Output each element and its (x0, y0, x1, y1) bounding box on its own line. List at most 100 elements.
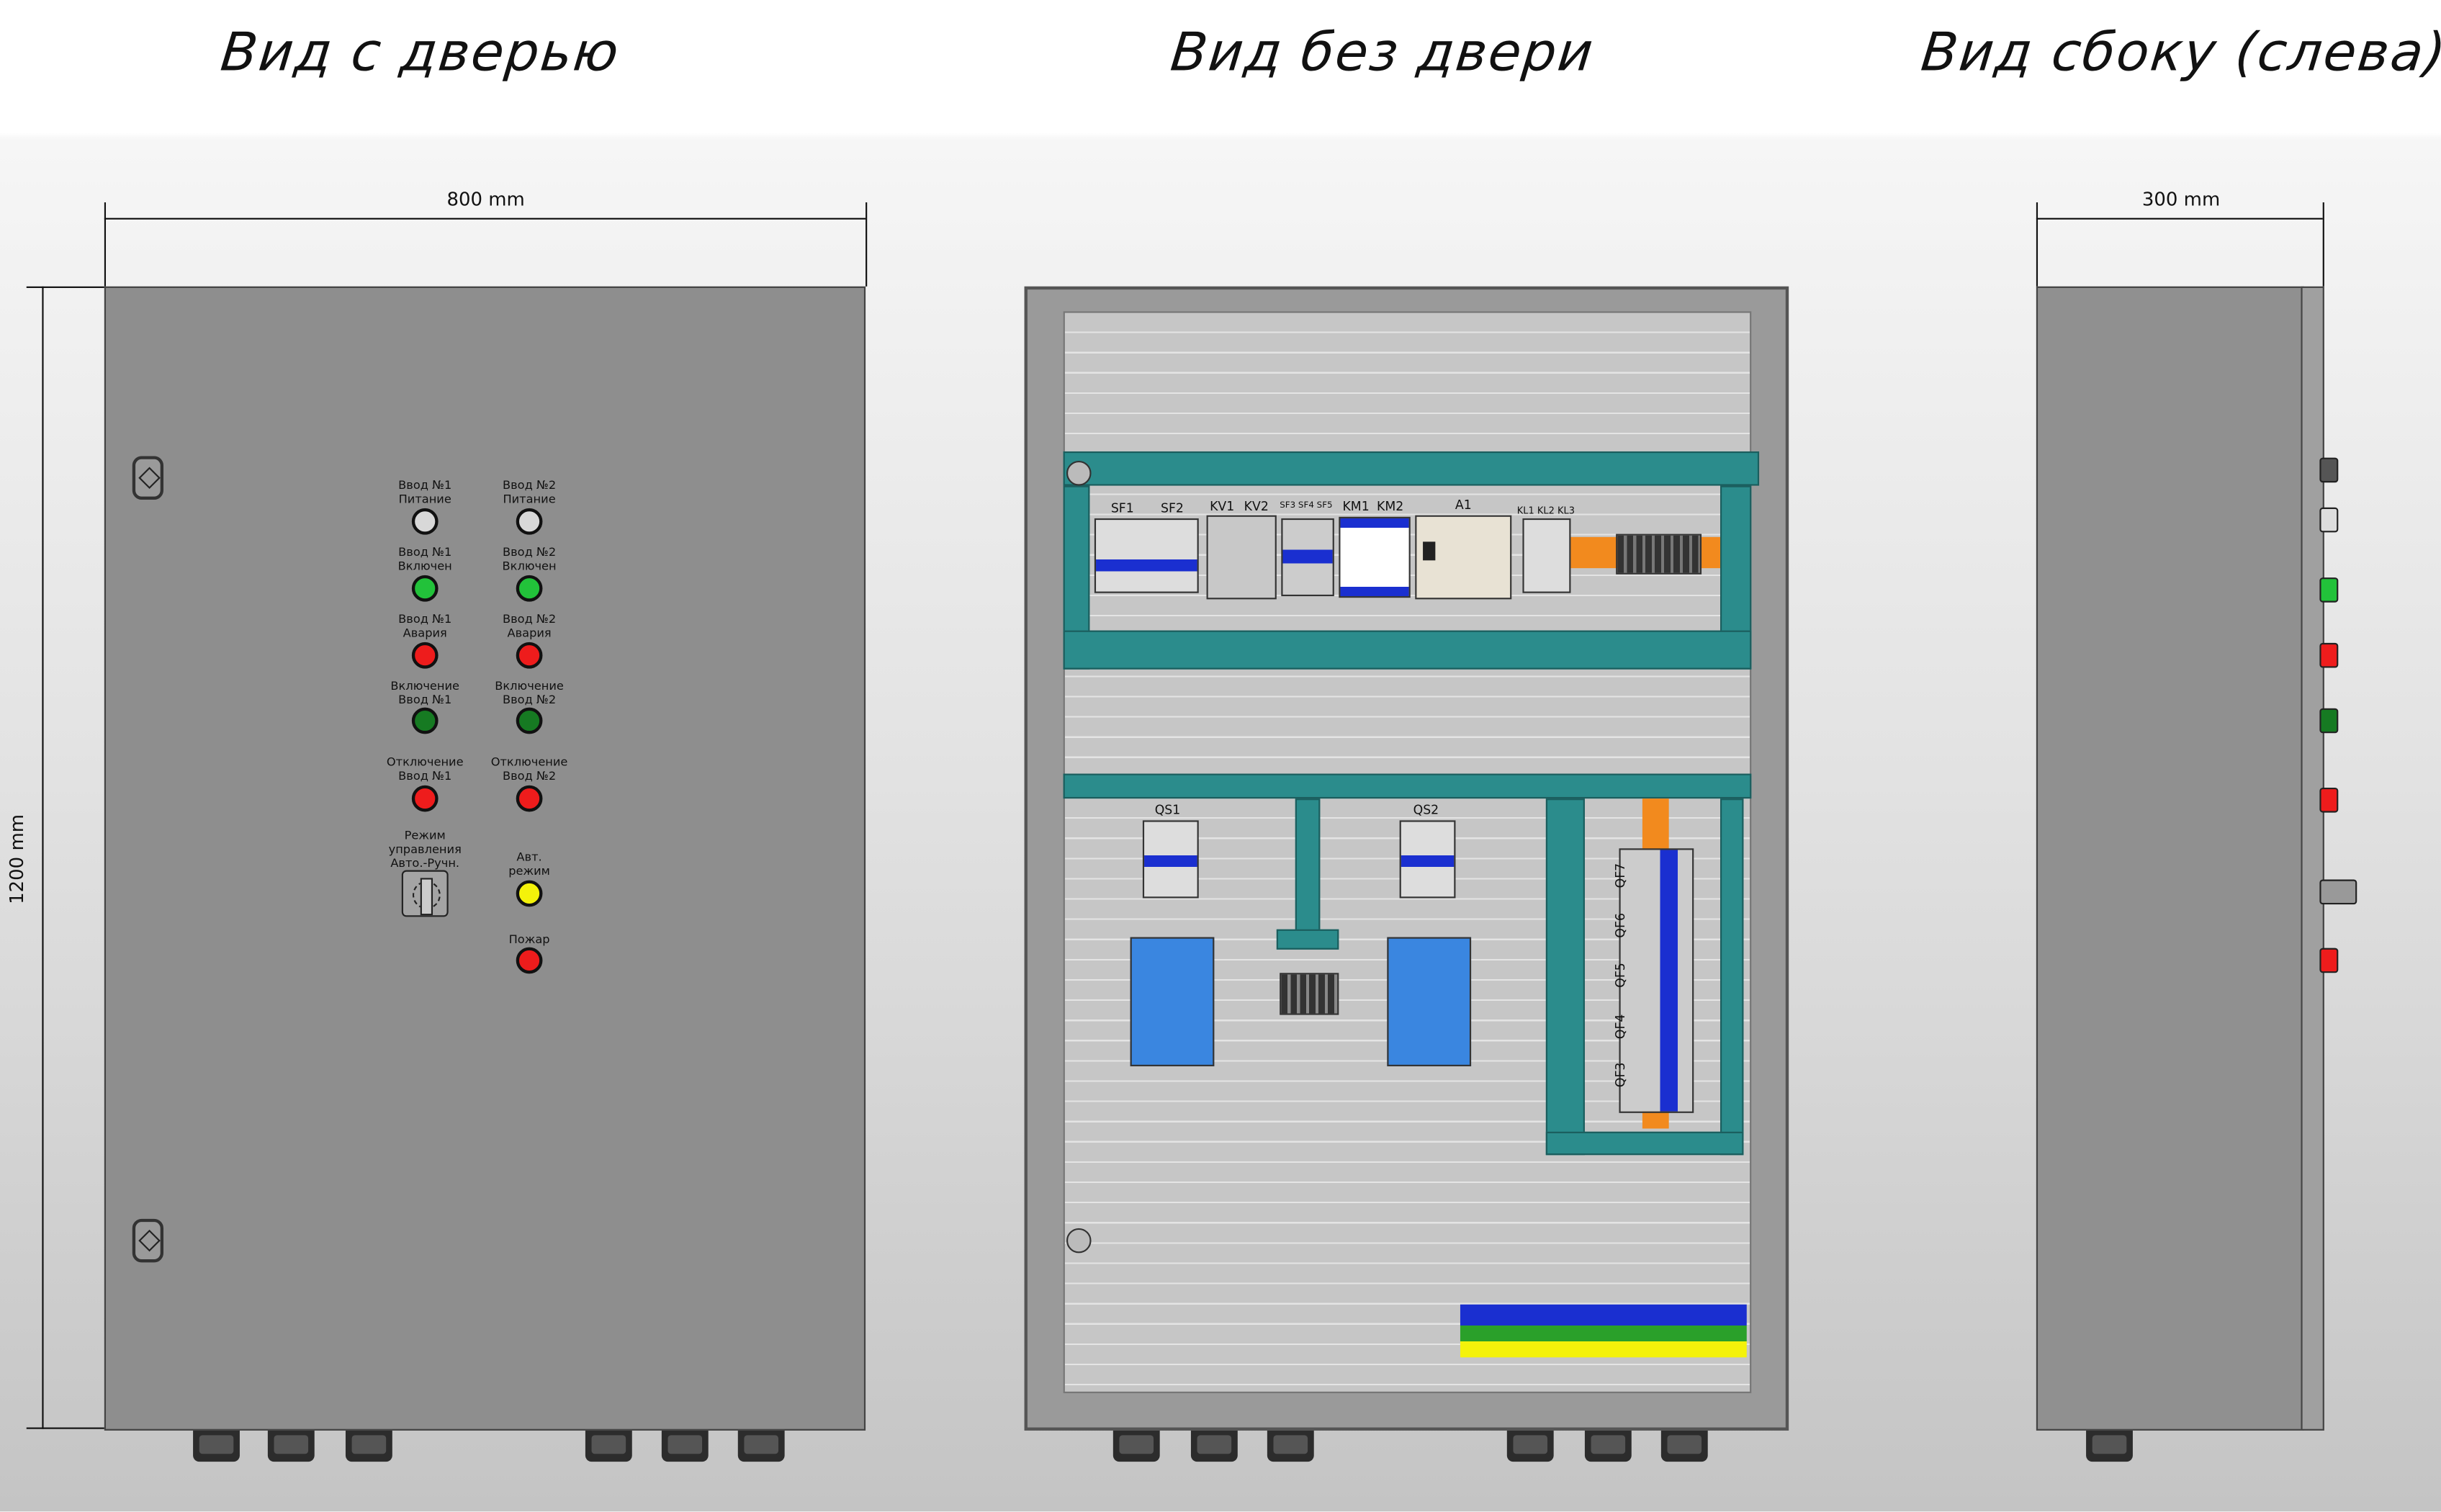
ground-bolt-icon (1066, 460, 1092, 486)
voltage-relay-kv (1206, 515, 1277, 600)
ground-bolt-icon (1066, 1228, 1092, 1254)
cable-gland (193, 1430, 240, 1462)
indicator-light (411, 642, 439, 669)
dimension-extension (26, 286, 104, 288)
dimension-extension (26, 1427, 104, 1429)
indicator-label: Ввод №1 Включен (397, 544, 452, 573)
component-label-qf3: QF3 (1613, 1062, 1628, 1088)
cable-gland (1190, 1430, 1238, 1462)
cabinet-side (2036, 286, 2304, 1431)
circuit-breaker-sf3-sf5 (1281, 518, 1334, 597)
indicator-light (411, 575, 439, 602)
component-label-sf3-sf5: SF3 SF4 SF5 (1280, 501, 1333, 511)
side-indicator (2319, 577, 2339, 603)
terminal-block (1616, 534, 1702, 575)
stop-button[interactable] (516, 785, 543, 812)
circuit-breakers-qf (1619, 848, 1694, 1113)
cable-gland (345, 1430, 392, 1462)
button-label: Включение Ввод №1 (390, 678, 460, 707)
dimension-extension (104, 202, 107, 287)
indicator-light (516, 642, 543, 669)
title-side-view: Вид сбоку (слева) (1918, 22, 2441, 84)
stop-button[interactable] (411, 785, 439, 812)
side-indicator (2319, 787, 2339, 813)
door-lock-icon (132, 1218, 164, 1263)
component-label-qf6: QF6 (1613, 913, 1628, 938)
terminal-block (1280, 973, 1339, 1015)
cable-duct (1063, 630, 1752, 670)
depth-dimension: 300 mm (2141, 188, 2221, 210)
dimension-extension (2322, 202, 2324, 287)
width-dimension-line (104, 217, 866, 220)
cable-duct (1545, 1131, 1744, 1156)
button-label: Включение Ввод №2 (495, 678, 564, 707)
component-label-kv2: KV2 (1244, 500, 1269, 514)
depth-dimension-line (2036, 217, 2323, 220)
component-label-sf2: SF2 (1161, 501, 1184, 516)
component-label-km2: KM2 (1377, 500, 1404, 514)
cable-gland (661, 1430, 709, 1462)
cable-duct (1720, 798, 1744, 1156)
indicator-label: Пожар (508, 932, 550, 947)
indicator-light (411, 508, 439, 535)
start-button[interactable] (411, 707, 439, 734)
component-label-kl: KL1 KL2 KL3 (1516, 505, 1575, 517)
mode-selector-switch[interactable] (401, 870, 449, 917)
cable-gland (1506, 1430, 1554, 1462)
button-label: Отключение Ввод №2 (490, 755, 568, 783)
component-label-kv1: KV1 (1210, 500, 1235, 514)
component-label-qs2: QS2 (1413, 803, 1439, 818)
side-switch (2319, 879, 2357, 905)
side-indicator (2319, 507, 2339, 533)
cable-gland (737, 1430, 785, 1462)
component-label-sf1: SF1 (1110, 501, 1134, 516)
door-lock-icon (132, 456, 164, 500)
cable-gland (1112, 1430, 1160, 1462)
side-indicator (2319, 642, 2339, 668)
indicator-label: Ввод №1 Питание (398, 477, 452, 506)
side-indicator (2319, 708, 2339, 734)
component-label-a1: A1 (1455, 498, 1472, 513)
height-dimension-line (42, 286, 44, 1429)
indicator-label: Ввод №2 Включен (502, 544, 557, 573)
component-label-km1: KM1 (1342, 500, 1370, 514)
component-label-qs1: QS1 (1154, 803, 1181, 818)
dimension-extension (2036, 202, 2038, 287)
cable-duct (1063, 773, 1752, 799)
switch-disconnector-qs2 (1399, 820, 1456, 899)
power-device-2 (1387, 937, 1472, 1066)
component-label-qf4: QF4 (1613, 1014, 1628, 1040)
title-open-view: Вид без двери (1167, 22, 1598, 84)
dimension-extension (866, 202, 868, 287)
height-dimension: 1200 mm (6, 814, 28, 904)
cable-gland (2086, 1430, 2133, 1462)
width-dimension: 800 mm (446, 188, 525, 210)
button-label: Отключение Ввод №1 (386, 755, 464, 783)
indicator-label: Ввод №2 Авария (503, 611, 557, 640)
cable-gland (1267, 1430, 1314, 1462)
busbar-bundle (1460, 1304, 1747, 1358)
cable-gland (267, 1430, 315, 1462)
cable-duct (1276, 929, 1339, 950)
side-indicator (2319, 948, 2339, 973)
circuit-breaker-sf1-sf2 (1094, 518, 1199, 593)
cable-duct (1545, 798, 1585, 1156)
indicator-label: Авт. режим (508, 850, 550, 878)
controller-display (1423, 541, 1436, 561)
cabinet-door (104, 286, 866, 1431)
start-button[interactable] (516, 707, 543, 734)
relay-kl (1522, 518, 1571, 593)
switch-label: Режим управления Авто.-Ручн. (388, 828, 462, 870)
side-lock (2319, 457, 2339, 483)
switch-disconnector-qs1 (1142, 820, 1199, 899)
cable-gland (585, 1430, 632, 1462)
component-label-qf7: QF7 (1613, 863, 1628, 888)
cable-gland (1584, 1430, 1632, 1462)
cable-duct (1063, 451, 1760, 486)
title-door-view: Вид с дверью (217, 22, 623, 84)
indicator-light (516, 880, 543, 907)
indicator-light (516, 575, 543, 602)
component-label-qf5: QF5 (1613, 963, 1628, 988)
indicator-light (516, 508, 543, 535)
